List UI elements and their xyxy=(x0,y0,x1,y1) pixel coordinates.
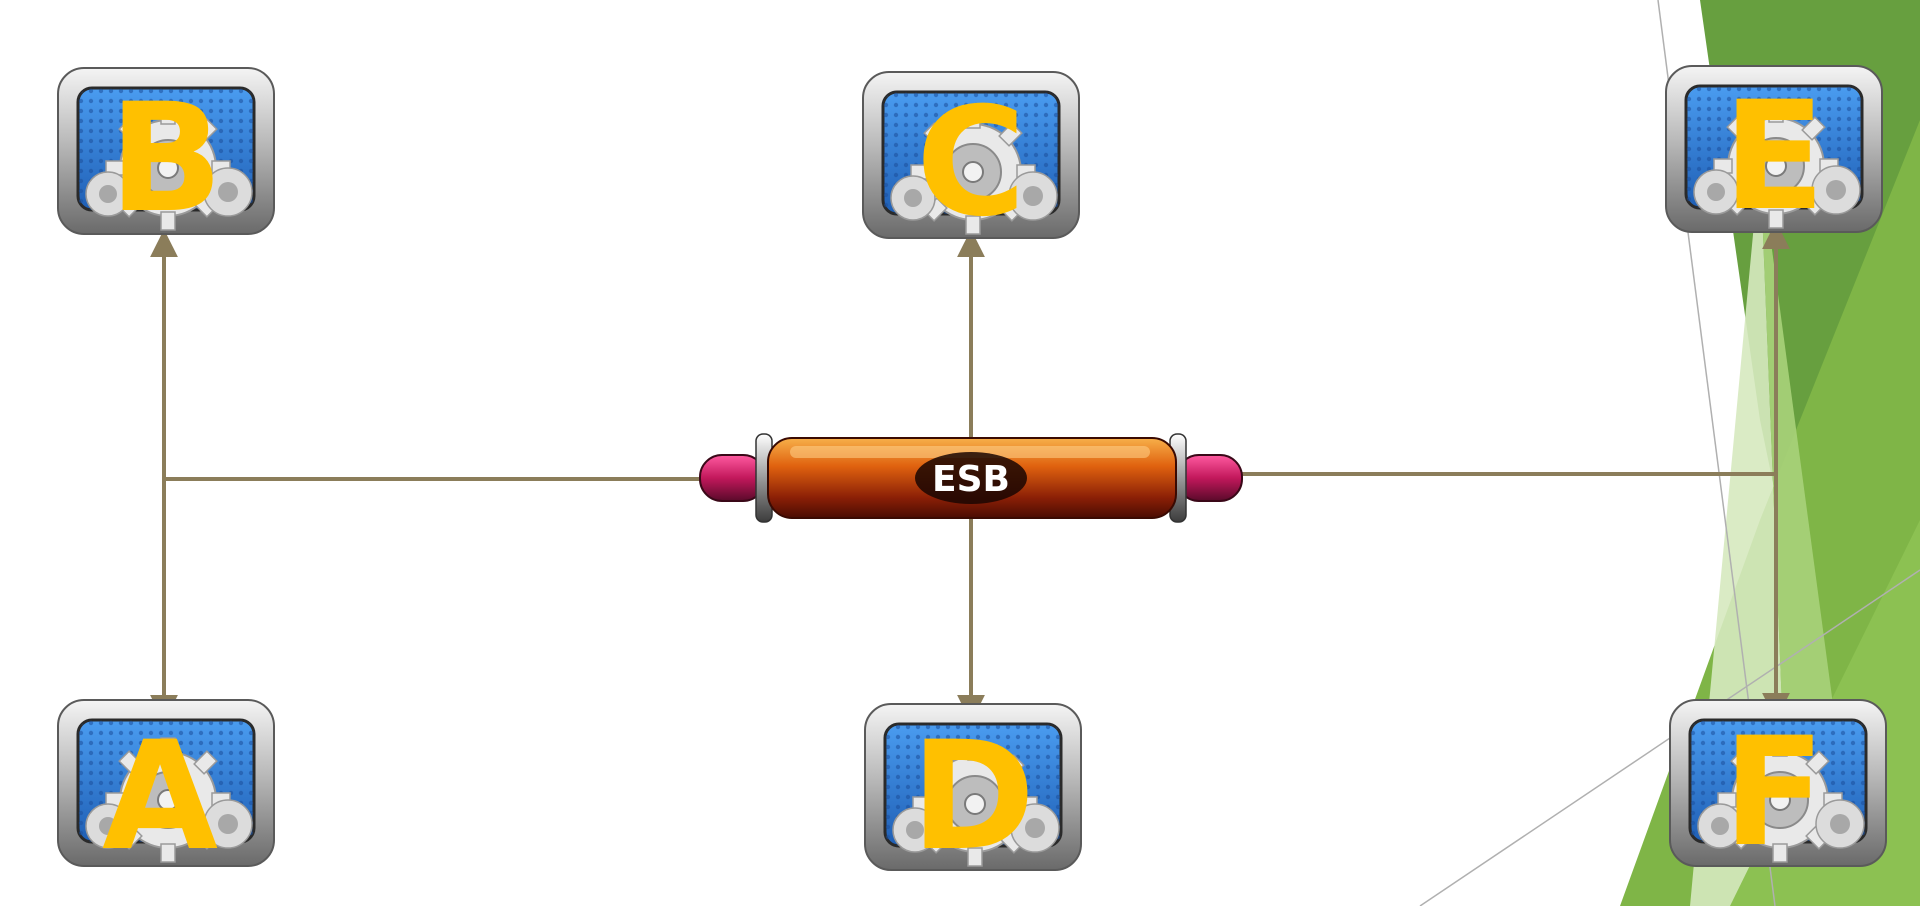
node-e: E xyxy=(1664,64,1884,244)
node-f: F xyxy=(1668,698,1888,880)
connectors xyxy=(150,221,1790,723)
node-f-label: F xyxy=(1723,706,1825,880)
node-a-label: A xyxy=(102,710,218,884)
node-b: B xyxy=(56,66,276,246)
node-a: A xyxy=(56,698,276,884)
esb-label: ESB xyxy=(932,459,1010,500)
node-d-label: D xyxy=(911,710,1036,884)
node-e-label: E xyxy=(1723,70,1825,244)
node-b-label: B xyxy=(109,72,223,246)
esb-bus: ESB xyxy=(699,433,1243,523)
node-d: D xyxy=(863,702,1083,884)
node-c: C xyxy=(861,70,1081,250)
node-c-label: C xyxy=(916,76,1026,250)
